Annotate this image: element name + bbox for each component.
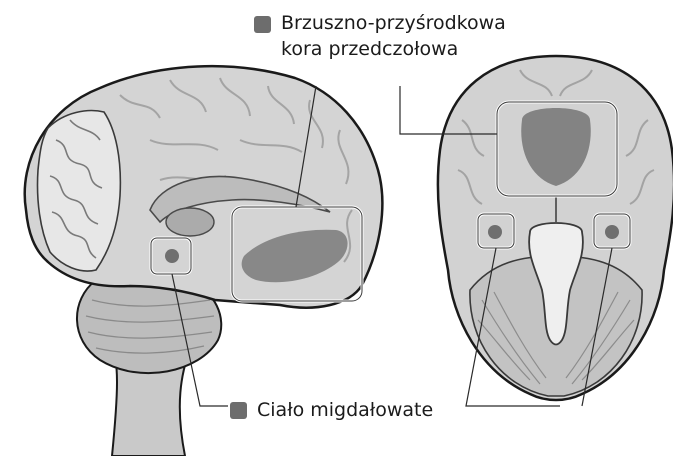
vmpfc-label: Brzuszno-przyśrodkowa kora przedczołowa xyxy=(281,10,506,62)
amygdala-swatch xyxy=(230,402,247,419)
inferior-brain-view xyxy=(438,56,673,400)
amygdala-legend: Ciało migdałowate xyxy=(230,397,490,423)
vmpfc-label-line1: Brzuszno-przyśrodkowa xyxy=(281,10,506,36)
vmpfc-swatch xyxy=(254,16,271,33)
amygdala-highlight-sagittal xyxy=(165,249,179,263)
vmpfc-legend: Brzuszno-przyśrodkowa kora przedczołowa xyxy=(254,10,554,62)
amygdala-label: Ciało migdałowate xyxy=(257,397,433,423)
amygdala-highlight-right xyxy=(605,225,619,239)
vmpfc-label-line2: kora przedczołowa xyxy=(281,36,506,62)
thalamus xyxy=(166,208,214,236)
amygdala-highlight-left xyxy=(488,225,502,239)
occipital-region xyxy=(38,111,121,271)
